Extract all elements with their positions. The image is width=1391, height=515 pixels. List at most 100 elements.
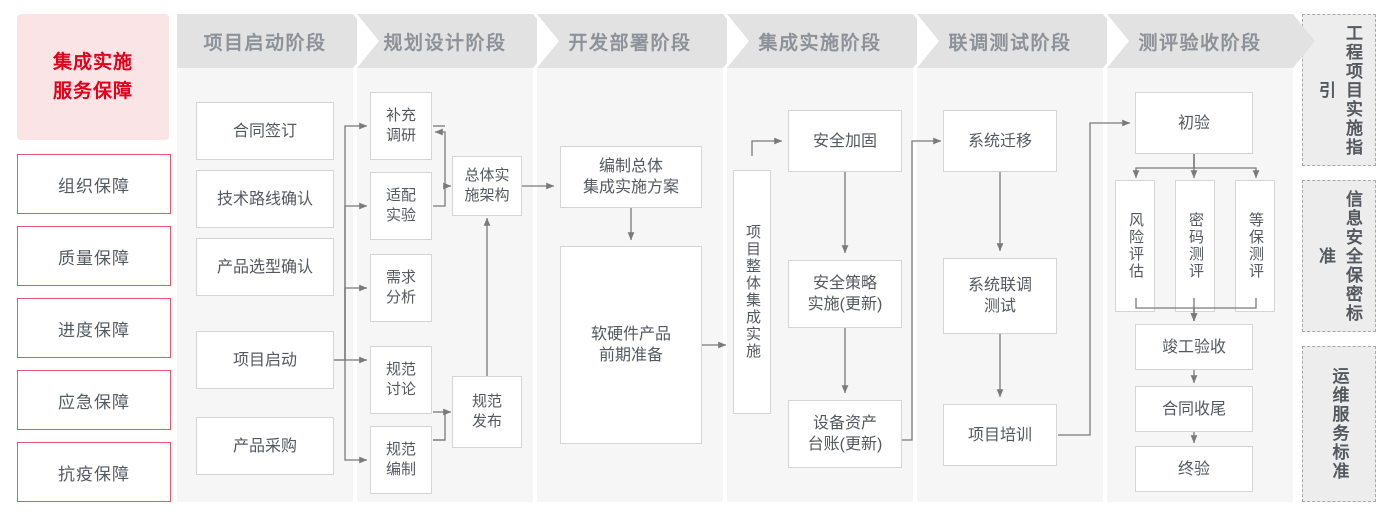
phase-header-label: 联调测试阶段 (948, 32, 1072, 54)
guarantee-item-schedule[interactable]: 进度保障 (17, 298, 171, 358)
standard-item-label: 工程项目实施指引 (1316, 23, 1362, 157)
node-label: 适配 实验 (385, 187, 416, 224)
chevron-left-notch-icon (357, 14, 379, 68)
node-mlps-evaluation[interactable]: 等保测评 (1235, 180, 1275, 312)
guarantee-item-epidemic[interactable]: 抗疫保障 (17, 442, 171, 502)
lead-card: 集成实施 服务保障 (17, 14, 169, 140)
phase-header-label: 项目启动阶段 (203, 32, 327, 54)
node-hw-sw-preparation[interactable]: 软硬件产品 前期准备 (560, 246, 702, 444)
standard-item-label: 信息安全保密标准 (1316, 189, 1362, 323)
node-contract-signing[interactable]: 合同签订 (196, 102, 334, 160)
phase-header-label: 开发部署阶段 (568, 32, 692, 54)
standard-item-label: 运维服务标准 (1329, 367, 1349, 481)
chevron-left-notch-icon (1107, 14, 1129, 68)
node-overall-integration-plan[interactable]: 编制总体 集成实施方案 (560, 146, 702, 208)
node-label: 产品选型确认 (216, 258, 313, 276)
node-label: 项目培训 (967, 426, 1032, 444)
node-label: 终验 (1177, 460, 1210, 478)
chevron-left-notch-icon (917, 14, 939, 68)
node-cryptography-evaluation[interactable]: 密码测评 (1175, 180, 1215, 312)
node-label: 等保测评 (1247, 212, 1264, 280)
node-product-selection-confirm[interactable]: 产品选型确认 (196, 238, 334, 296)
node-label: 总体实 施架构 (464, 167, 510, 204)
node-label: 设备资产 台账(更新) (807, 415, 883, 453)
node-label: 技术路线确认 (216, 190, 313, 208)
node-label: 项目整体集成实施 (744, 224, 761, 360)
node-overall-project-integration[interactable]: 项目整体集成实施 (733, 170, 771, 414)
right-standards-sidebar: 工程项目实施指引 信息安全保密标准 运维服务标准 (1302, 14, 1376, 502)
phase-header-label: 测评验收阶段 (1138, 32, 1262, 54)
node-completion-acceptance[interactable]: 竣工验收 (1135, 324, 1253, 370)
node-preliminary-acceptance[interactable]: 初验 (1135, 92, 1253, 154)
lead-card-line-1: 集成实施 (52, 52, 133, 73)
node-system-joint-debug-test[interactable]: 系统联调 测试 (943, 258, 1057, 334)
lead-card-text: 集成实施 服务保障 (53, 48, 133, 106)
node-label: 竣工验收 (1161, 338, 1226, 356)
node-project-kickoff[interactable]: 项目启动 (196, 331, 334, 389)
node-label: 规范 编制 (385, 441, 416, 478)
node-standard-release[interactable]: 规范 发布 (452, 376, 522, 448)
node-product-procurement[interactable]: 产品采购 (196, 417, 334, 475)
node-overall-implementation-architecture[interactable]: 总体实 施架构 (452, 156, 522, 216)
node-label: 项目启动 (232, 351, 297, 369)
node-system-migration[interactable]: 系统迁移 (943, 110, 1057, 172)
phase-column-1: 项目启动阶段 合同签订 技术路线确认 产品选型确认 项目启动 产品采购 (177, 14, 375, 502)
node-tech-route-confirm[interactable]: 技术路线确认 (196, 170, 334, 228)
phase-header-6: 测评验收阶段 (1107, 14, 1315, 68)
phase-header-label: 集成实施阶段 (758, 32, 882, 54)
node-label: 合同收尾 (1161, 400, 1226, 418)
node-label: 系统迁移 (967, 132, 1032, 150)
node-project-training[interactable]: 项目培训 (943, 404, 1057, 466)
node-label: 规范 讨论 (385, 361, 416, 398)
node-final-acceptance[interactable]: 终验 (1135, 446, 1253, 492)
node-contract-closure[interactable]: 合同收尾 (1135, 386, 1253, 432)
chevron-right-icon (1293, 14, 1315, 68)
phase-column-3: 开发部署阶段 编制总体 集成实施方案 软硬件产品 前期准备 (537, 14, 745, 502)
standard-item-engineering-guideline[interactable]: 工程项目实施指引 (1302, 14, 1376, 166)
node-label: 密码测评 (1187, 212, 1204, 280)
guarantee-item-label: 组织保障 (58, 176, 130, 196)
phase-column-2: 规划设计阶段 补充 调研 适配 实验 需求 分析 规范 讨论 规范 编制 总体实… (357, 14, 555, 502)
phase-header-label: 规划设计阶段 (383, 32, 507, 54)
node-label: 补充 调研 (385, 107, 416, 144)
standard-item-om-service[interactable]: 运维服务标准 (1302, 346, 1376, 502)
phase-column-6: 测评验收阶段 初验 风险评估 密码测评 等保测评 竣工验收 合同收尾 终验 (1107, 14, 1315, 502)
guarantee-item-label: 进度保障 (58, 320, 130, 340)
node-label: 软硬件产品 前期准备 (590, 326, 671, 364)
guarantee-item-label: 质量保障 (58, 248, 130, 268)
node-security-policy-implementation[interactable]: 安全策略 实施(更新) (788, 260, 902, 328)
guarantee-item-organization[interactable]: 组织保障 (17, 154, 171, 214)
node-risk-assessment[interactable]: 风险评估 (1115, 180, 1155, 312)
node-security-hardening[interactable]: 安全加固 (788, 110, 902, 172)
node-label: 安全加固 (812, 132, 877, 150)
phase-column-5: 联调测试阶段 系统迁移 系统联调 测试 项目培训 (917, 14, 1125, 502)
chevron-left-notch-icon (727, 14, 749, 68)
node-asset-ledger-update[interactable]: 设备资产 台账(更新) (788, 400, 902, 468)
standard-item-infosec-confidentiality[interactable]: 信息安全保密标准 (1302, 180, 1376, 332)
chevron-left-notch-icon (537, 14, 559, 68)
node-label: 初验 (1177, 114, 1210, 132)
node-label: 产品采购 (232, 437, 297, 455)
node-label: 编制总体 集成实施方案 (582, 158, 679, 196)
guarantee-item-quality[interactable]: 质量保障 (17, 226, 171, 286)
left-guarantee-sidebar: 集成实施 服务保障 组织保障 质量保障 进度保障 应急保障 抗疫保障 (17, 14, 171, 502)
node-requirement-analysis[interactable]: 需求 分析 (370, 254, 432, 322)
node-standard-discussion[interactable]: 规范 讨论 (370, 346, 432, 414)
node-supplementary-research[interactable]: 补充 调研 (370, 92, 432, 160)
node-label: 规范 发布 (471, 393, 502, 430)
phase-column-4: 集成实施阶段 项目整体集成实施 安全加固 安全策略 实施(更新) 设备资产 台账… (727, 14, 935, 502)
node-label: 系统联调 测试 (967, 277, 1032, 315)
node-label: 合同签订 (232, 122, 297, 140)
phase-header-4: 集成实施阶段 (727, 14, 935, 68)
lead-card-line-2: 服务保障 (52, 81, 133, 102)
node-label: 需求 分析 (385, 269, 416, 306)
phase-header-5: 联调测试阶段 (917, 14, 1125, 68)
phase-header-2: 规划设计阶段 (357, 14, 555, 68)
guarantee-item-label: 应急保障 (58, 392, 130, 412)
node-label: 风险评估 (1127, 212, 1144, 280)
guarantee-item-emergency[interactable]: 应急保障 (17, 370, 171, 430)
phase-header-1: 项目启动阶段 (177, 14, 375, 68)
node-adaptation-experiment[interactable]: 适配 实验 (370, 172, 432, 240)
guarantee-item-label: 抗疫保障 (58, 464, 130, 484)
node-standard-drafting[interactable]: 规范 编制 (370, 426, 432, 494)
